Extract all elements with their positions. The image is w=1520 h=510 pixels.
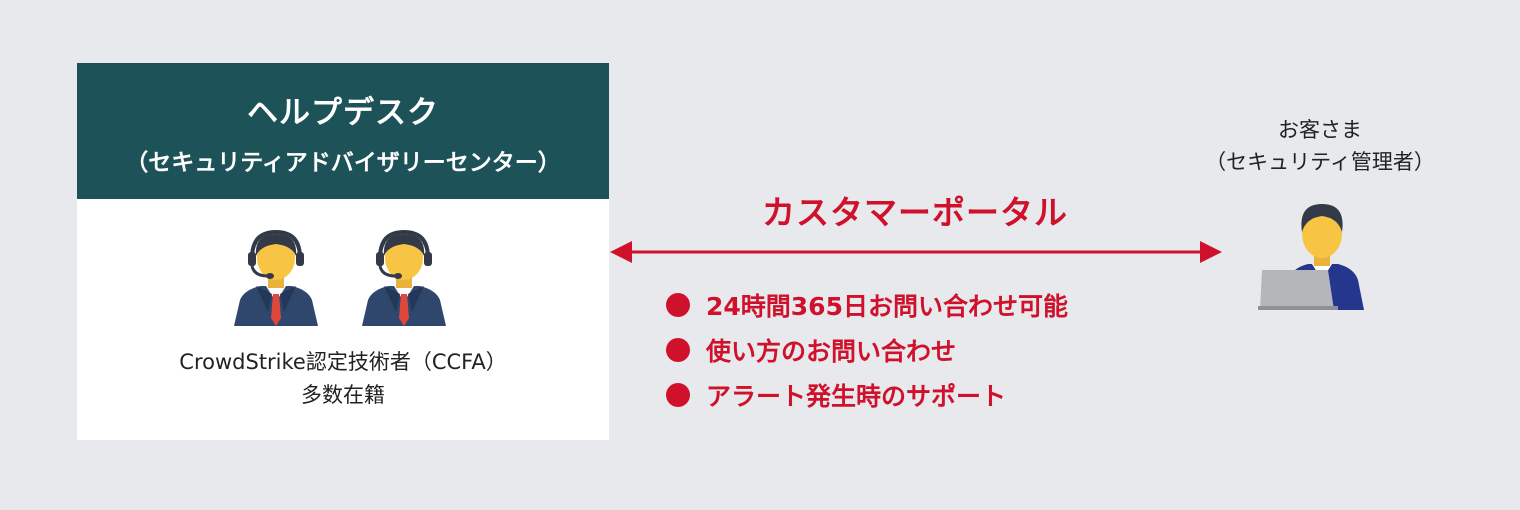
helpdesk-subtitle: （セキュリティアドバイザリーセンター） (125, 150, 561, 176)
customer-role-label: （セキュリティ管理者） (1205, 150, 1435, 174)
feature-item: 24時間365日お問い合わせ可能 (666, 282, 1068, 327)
feature-text: アラート発生時のサポート (706, 381, 1007, 411)
feature-item: 使い方のお問い合わせ (666, 327, 1068, 372)
helpdesk-caption-certified: CrowdStrike認定技術者（CCFA） (179, 350, 507, 374)
bullet-dot-icon (666, 337, 690, 362)
helpdesk-title: ヘルプデスク (247, 95, 439, 131)
feature-item: アラート発生時のサポート (666, 372, 1068, 417)
headset-agent-icon (362, 229, 446, 326)
laptop-user-icon (1258, 204, 1364, 310)
feature-text: 使い方のお問い合わせ (706, 336, 957, 366)
customer-label: お客さま (1278, 118, 1362, 142)
feature-text: 24時間365日お問い合わせ可能 (706, 291, 1068, 321)
bidirectional-arrow-icon (610, 241, 1222, 263)
headset-agent-icon (234, 229, 318, 326)
bullet-dot-icon (666, 292, 690, 317)
helpdesk-card: ヘルプデスク （セキュリティアドバイザリーセンター） CrowdStrike認定… (77, 63, 609, 440)
feature-list: 24時間365日お問い合わせ可能 使い方のお問い合わせ アラート発生時のサポート (666, 282, 1068, 417)
portal-title: カスタマーポータル (762, 193, 1068, 232)
helpdesk-caption-staff: 多数在籍 (301, 383, 385, 407)
bullet-dot-icon (666, 382, 690, 407)
helpdesk-header: ヘルプデスク （セキュリティアドバイザリーセンター） (77, 63, 609, 199)
